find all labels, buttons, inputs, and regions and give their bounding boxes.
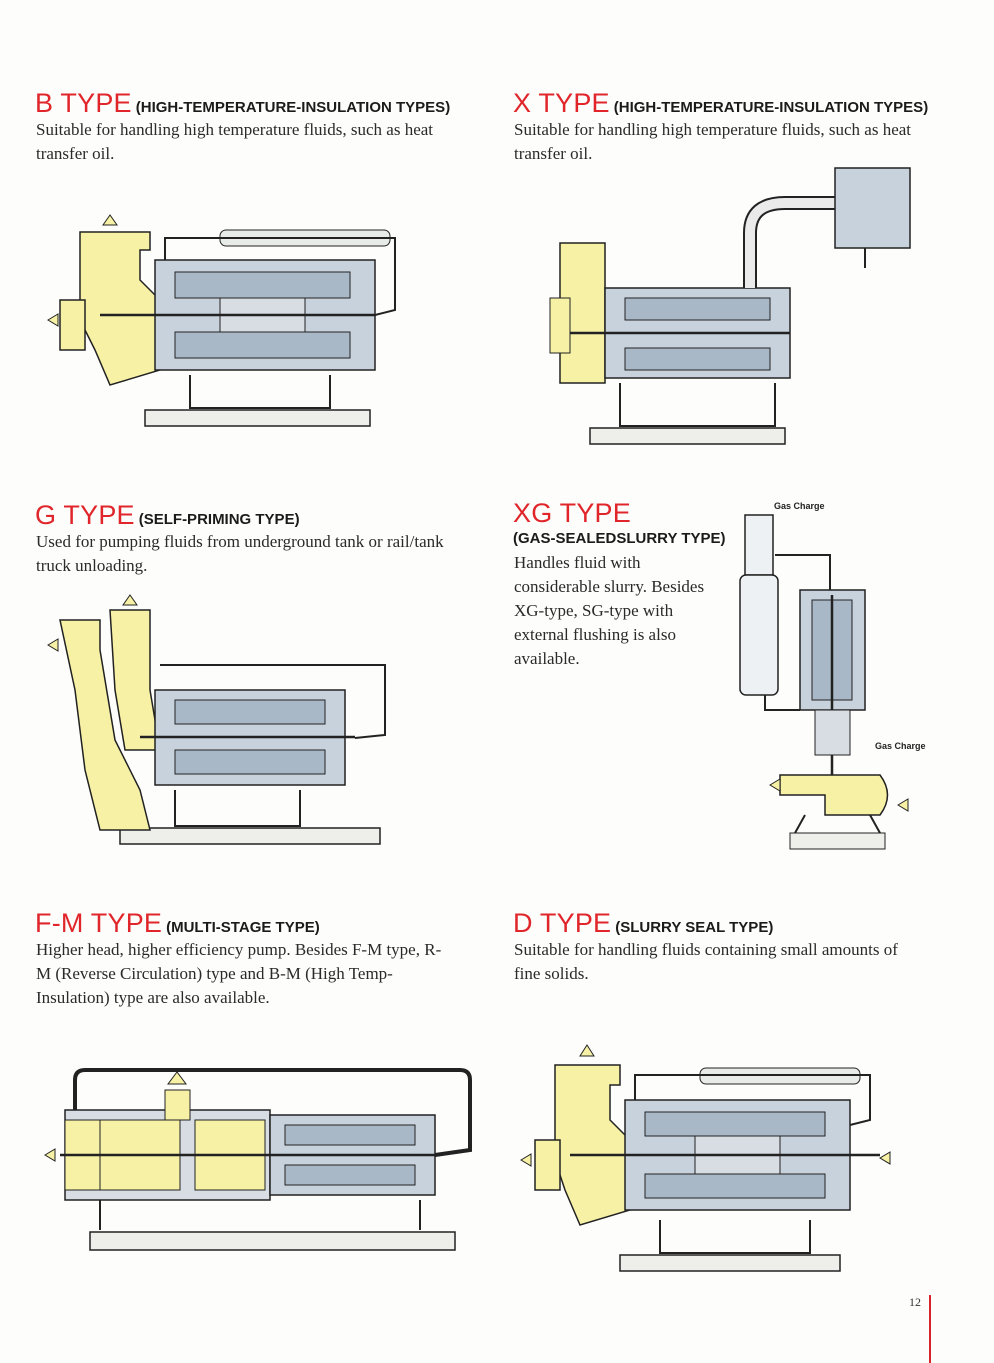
x-type-description: Suitable for handling high temperature f… [514,120,912,163]
x-type-name: X TYPE [513,88,610,118]
d-type-subtitle: (SLURRY SEAL TYPE) [615,919,774,936]
fm-type-description: Higher head, higher efficiency pump. Bes… [36,940,442,1007]
b-type-name: B TYPE [35,88,132,118]
g-type-subtitle: (SELF-PRIMING TYPE) [138,511,300,528]
page-number: 12 [909,1295,921,1309]
fm-type-heading: F-M TYPE(MULTI-STAGE TYPE) [35,908,320,939]
xg-gas-charge-top-label: Gas Charge [774,501,825,511]
d-type-heading: D TYPE(SLURRY SEAL TYPE) [513,908,773,939]
xg-type-heading: XG TYPE [513,498,631,529]
b-type-pump-diagram [47,214,396,427]
fm-type-pump-diagram [44,1068,472,1251]
g-type-heading: G TYPE(SELF-PRIMING TYPE) [35,500,300,531]
xg-gas-charge-side-label: Gas Charge [875,741,926,751]
g-type-description: Used for pumping fluids from underground… [36,532,444,575]
xg-type-description: Handles fluid with considerable slurry. … [514,553,705,668]
fm-type-name: F-M TYPE [35,908,163,938]
g-type-name: G TYPE [35,500,135,530]
b-type-subtitle: (HIGH-TEMPERATURE-INSULATION TYPES) [135,99,451,116]
page-accent-bar [929,1295,931,1363]
x-type-heading: X TYPE(HIGH-TEMPERATURE-INSULATION TYPES… [513,88,928,119]
fm-type-subtitle: (MULTI-STAGE TYPE) [166,919,320,936]
x-type-pump-diagram [549,167,911,445]
d-type-name: D TYPE [513,908,612,938]
d-type-pump-diagram [520,1044,891,1272]
d-type-description: Suitable for handling fluids containing … [514,940,898,983]
xg-type-subtitle: (GAS-SEALEDSLURRY TYPE) [513,530,726,547]
b-type-description: Suitable for handling high temperature f… [36,120,434,163]
x-type-subtitle: (HIGH-TEMPERATURE-INSULATION TYPES) [613,99,929,116]
xg-type-pump-diagram: Gas Charge Gas Charge [739,501,926,850]
b-type-heading: B TYPE(HIGH-TEMPERATURE-INSULATION TYPES… [35,88,450,119]
xg-type-name: XG TYPE [513,498,631,528]
g-type-pump-diagram [47,594,386,845]
